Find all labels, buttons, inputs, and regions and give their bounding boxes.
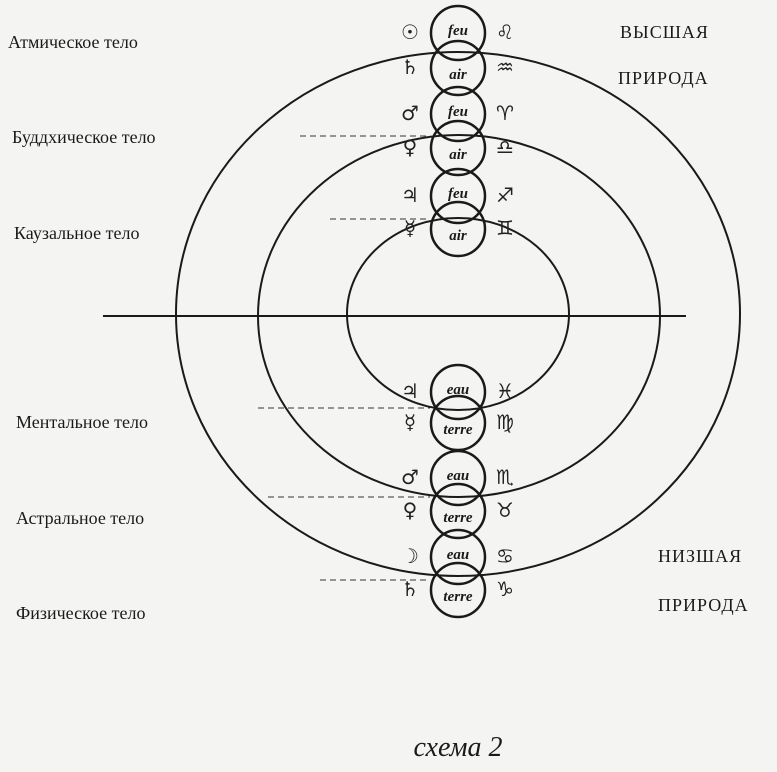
inner-ellipse: [346, 217, 570, 411]
lower-element-circle: [429, 119, 487, 177]
upper-element-circle: [429, 528, 487, 586]
lower-element-label: air: [449, 147, 467, 163]
zodiac-symbol-icon: ♎: [496, 135, 514, 159]
upper-element-circle: [429, 85, 487, 143]
lower-element-circle: [429, 200, 487, 258]
zodiac-symbol-icon: ♋: [496, 544, 514, 568]
label-atmic-body: Атмическое тело: [8, 32, 138, 52]
zodiac-symbol-icon: ♐: [496, 183, 514, 207]
label-mental-body: Ментальное тело: [16, 412, 148, 432]
planet-symbol-icon: ♀: [403, 135, 418, 159]
label-causal-body: Каузальное тело: [14, 223, 139, 243]
planet-symbol-icon: ☿: [404, 410, 416, 434]
upper-element-label: eau: [447, 547, 470, 563]
upper-element-circle: [429, 4, 487, 62]
planet-symbol-icon: ☉: [401, 20, 419, 44]
element-pair: feu air ☉ ♌ ♄ ♒: [401, 4, 514, 97]
zodiac-symbol-icon: ♉: [496, 498, 514, 522]
upper-element-circle: [429, 363, 487, 421]
lower-element-label: air: [449, 228, 467, 244]
planet-symbol-icon: ♄: [401, 577, 419, 601]
label-buddhic-body: Буддхическое тело: [12, 127, 156, 147]
zodiac-symbol-icon: ♏: [496, 465, 514, 489]
zodiac-symbol-icon: ♑: [496, 577, 514, 601]
element-pair: eau terre ☽ ♋ ♄ ♑: [401, 528, 514, 619]
zodiac-symbol-icon: ♒: [496, 55, 514, 79]
upper-element-label: feu: [448, 23, 468, 39]
planet-symbol-icon: ♂: [401, 465, 419, 489]
planet-symbol-icon: ♀: [403, 498, 418, 522]
lower-element-circle: [429, 561, 487, 619]
planet-symbol-icon: ♄: [401, 55, 419, 79]
planet-symbol-icon: ♃: [401, 379, 419, 403]
upper-element-circle: [429, 167, 487, 225]
higher-nature-line2: ПРИРОДА: [618, 68, 709, 88]
lower-element-label: terre: [443, 589, 473, 605]
zodiac-symbol-icon: ♌: [496, 20, 514, 44]
lower-nature-line2: ПРИРОДА: [658, 595, 749, 615]
lower-element-label: terre: [443, 510, 473, 526]
label-astral-body: Астральное тело: [16, 508, 144, 528]
label-physical-body: Физическое тело: [16, 603, 145, 623]
upper-element-circle: [429, 449, 487, 507]
outer-ellipse: [175, 51, 741, 577]
planet-symbol-icon: ☿: [404, 216, 416, 240]
zodiac-symbol-icon: ♍: [496, 410, 514, 434]
caption: схема 2: [413, 732, 502, 763]
element-pair: eau terre ♂ ♏ ♀ ♉: [401, 449, 514, 540]
lower-element-circle: [429, 482, 487, 540]
lower-element-circle: [429, 39, 487, 97]
zodiac-symbol-icon: ♓: [496, 379, 514, 403]
planet-symbol-icon: ♂: [401, 101, 419, 125]
zodiac-symbol-icon: ♈: [496, 101, 514, 125]
element-pair: feu air ♃ ♐ ☿ ♊: [401, 167, 514, 258]
planet-symbol-icon: ♃: [401, 183, 419, 207]
upper-element-label: eau: [447, 468, 470, 484]
planet-symbol-icon: ☽: [401, 544, 419, 568]
lower-element-label: terre: [443, 422, 473, 438]
upper-element-label: feu: [448, 104, 468, 120]
upper-element-label: feu: [448, 186, 468, 202]
element-pair: eau terre ♃ ♓ ☿ ♍: [401, 363, 514, 452]
lower-element-label: air: [449, 67, 467, 83]
element-pair: feu air ♂ ♈ ♀ ♎: [401, 85, 514, 177]
zodiac-symbol-icon: ♊: [496, 216, 514, 240]
lower-nature-line1: НИЗШАЯ: [658, 546, 742, 566]
upper-element-label: eau: [447, 382, 470, 398]
higher-nature-line1: ВЫСШАЯ: [620, 22, 709, 42]
